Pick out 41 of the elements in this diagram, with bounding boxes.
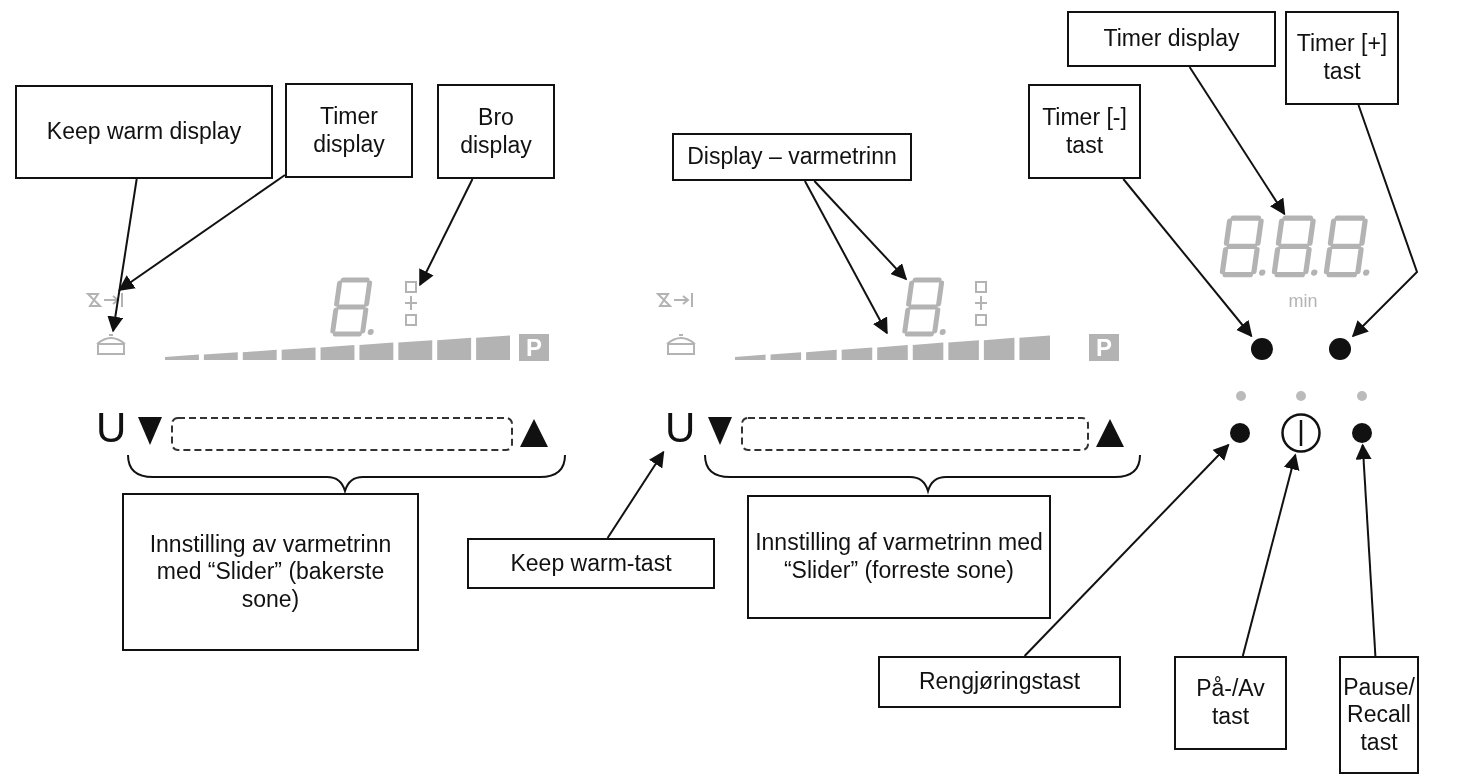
callout-label: Timer display xyxy=(1067,11,1276,67)
callout-label: På-/Av tast xyxy=(1174,656,1287,750)
pot-icon xyxy=(96,334,126,355)
callout-label: Keep warm display xyxy=(15,85,273,179)
leader-line xyxy=(1188,66,1286,216)
callout-label: Keep warm-tast xyxy=(467,538,715,589)
leader-line xyxy=(1351,104,1419,338)
leader-line xyxy=(1023,443,1230,657)
timer-digits-display xyxy=(1219,215,1370,278)
callout-label: Timer [+] tast xyxy=(1285,11,1399,105)
power-button-icon xyxy=(1281,413,1321,453)
keep-warm-symbol: U xyxy=(96,406,124,450)
leader-line xyxy=(813,180,908,281)
leader-line xyxy=(803,180,888,335)
key-dot xyxy=(1251,338,1273,360)
leader-line xyxy=(118,174,286,291)
key-dot xyxy=(1230,423,1250,443)
leader-line xyxy=(107,178,138,333)
callout-label: Innstilling av varmetrinn med “Slider” (bakerste sone) xyxy=(122,493,419,651)
key-dot xyxy=(1352,423,1372,443)
bridge-icon xyxy=(404,281,418,326)
timer-icon xyxy=(85,292,123,308)
power-level-scale xyxy=(735,335,1050,360)
program-symbol: P xyxy=(1089,334,1119,361)
leader-line xyxy=(606,450,665,539)
leader-line xyxy=(1122,178,1253,338)
callout-label: Timer display xyxy=(285,83,413,178)
callout-label: Innstilling af varmetrinn med “Slider” (forreste sone) xyxy=(747,495,1051,619)
key-dot xyxy=(1329,338,1351,360)
leader-line xyxy=(1241,453,1300,657)
leader-line xyxy=(1355,443,1377,657)
callout-label: Display – varmetrinn xyxy=(672,133,912,181)
unit-label: min xyxy=(1287,290,1319,312)
callout-label: Bro display xyxy=(437,84,555,179)
program-symbol: P xyxy=(519,334,549,361)
callout-label: Rengjøringstast xyxy=(878,656,1121,708)
keep-warm-symbol: U xyxy=(665,406,693,450)
seven-segment-digit xyxy=(902,277,946,337)
callout-label: Timer [-] tast xyxy=(1028,84,1141,179)
leader-line xyxy=(419,178,474,287)
callout-label: Pause/ Recall tast xyxy=(1339,656,1419,774)
